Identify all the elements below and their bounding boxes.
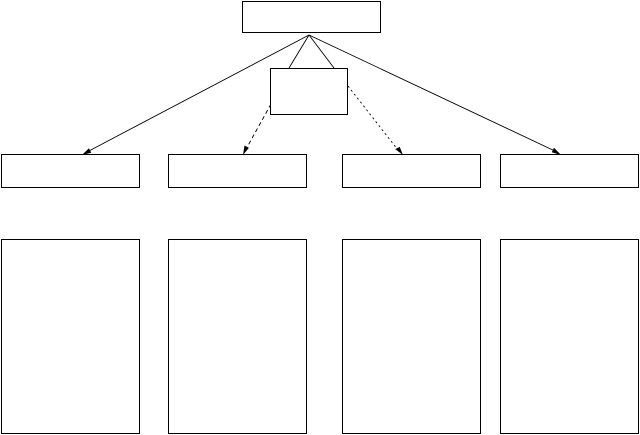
edge-root-to-head-1 — [86, 34, 310, 153]
root-node — [242, 1, 381, 33]
arrowhead-head-1 — [82, 148, 92, 155]
header-box-3 — [342, 154, 481, 188]
arrowhead-head-3 — [395, 146, 403, 155]
header-box-4 — [500, 154, 639, 188]
edge-root-to-head-4 — [308, 34, 558, 153]
panel-box-3 — [342, 239, 481, 434]
arrowhead-head-4 — [551, 147, 561, 155]
panel-box-2 — [168, 239, 307, 434]
panel-box-1 — [1, 239, 140, 434]
edge-root-to-mid-right — [308, 34, 335, 69]
mid-node — [270, 68, 348, 115]
diagram-edges — [82, 34, 561, 155]
panel-box-4 — [500, 239, 639, 434]
header-box-2 — [168, 154, 307, 188]
edge-mid-to-head-3 — [347, 85, 399, 151]
arrowhead-head-2 — [243, 145, 249, 155]
header-box-1 — [1, 154, 140, 188]
edge-mid-to-head-2 — [244, 103, 272, 152]
edge-root-to-mid-left — [288, 34, 310, 69]
